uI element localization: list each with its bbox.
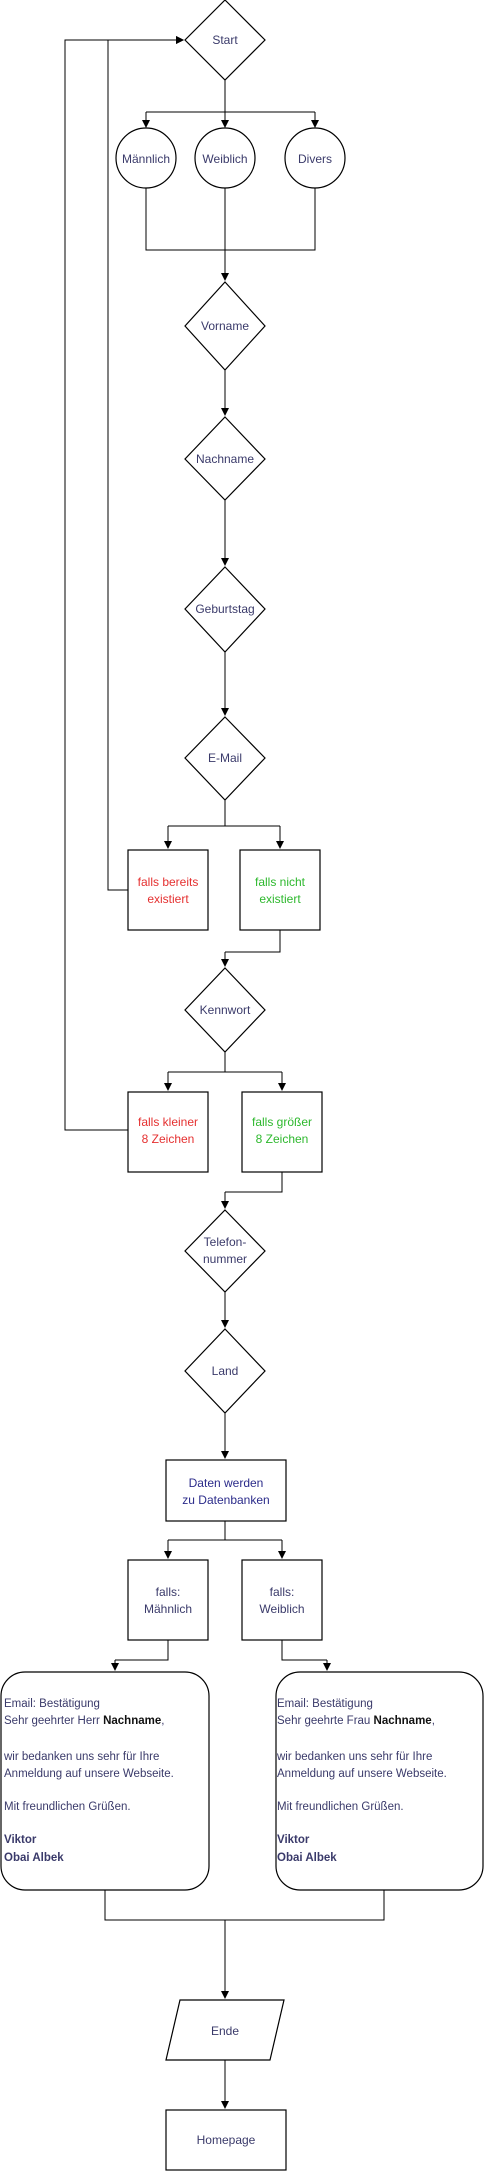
if-male-box: falls: Mähnlich <box>127 1559 209 1641</box>
email-exists-line2: existiert <box>147 892 189 906</box>
email-female-salutation-line: Sehr geehrte Frau Nachname, <box>277 1715 435 1727</box>
email-female-sig1: Viktor <box>277 1834 310 1846</box>
email-male-subject: Email: Bestätigung <box>4 1698 100 1710</box>
homepage-label: Homepage <box>197 2133 256 2147</box>
if-male-line2: Mähnlich <box>144 1602 192 1616</box>
weiblich-node: Weiblich <box>194 127 256 189</box>
email-female-name: Nachname <box>374 1715 432 1727</box>
email-female-comma: , <box>432 1715 435 1727</box>
kennwort-label: Kennwort <box>200 1003 251 1017</box>
nachname-node: Nachname <box>184 416 266 501</box>
email-female-box: Email: Bestätigung Sehr geehrte Frau Nac… <box>275 1671 484 1891</box>
if-female-line2: Weiblich <box>259 1602 304 1616</box>
divers-node: Divers <box>284 127 346 189</box>
database-box: Daten werden zu Datenbanken <box>165 1459 287 1522</box>
email-male-name: Nachname <box>103 1715 161 1727</box>
password-short-line2: 8 Zeichen <box>142 1132 195 1146</box>
password-long-box: falls größer 8 Zeichen <box>241 1091 323 1173</box>
password-long-line1: falls größer <box>252 1115 312 1129</box>
kennwort-node: Kennwort <box>184 967 266 1053</box>
email-node: E-Mail <box>184 716 266 801</box>
maennlich-label: Männlich <box>122 152 170 166</box>
email-male-comma: , <box>161 1715 164 1727</box>
telefon-line1: Telefon- <box>204 1235 247 1249</box>
ende-label: Ende <box>211 2024 239 2038</box>
password-short-line1: falls kleiner <box>138 1115 198 1129</box>
email-female-body2: Anmeldung auf unsere Webseite. <box>277 1768 447 1780</box>
land-label: Land <box>212 1364 239 1378</box>
email-male-body1: wir bedanken uns sehr für Ihre <box>3 1751 159 1763</box>
geburtstag-label: Geburtstag <box>195 602 254 616</box>
email-male-box: Email: Bestätigung Sehr geehrter Herr Na… <box>0 1671 210 1891</box>
divers-label: Divers <box>298 152 332 166</box>
start-node: Start <box>184 0 266 81</box>
password-long-line2: 8 Zeichen <box>256 1132 309 1146</box>
vorname-label: Vorname <box>201 319 249 333</box>
email-male-closing: Mit freundlichen Grüßen. <box>4 1801 131 1813</box>
password-short-box: falls kleiner 8 Zeichen <box>127 1091 209 1173</box>
email-female-salutation: Sehr geehrte Frau <box>277 1715 374 1727</box>
telefon-line2: nummer <box>203 1252 247 1266</box>
email-label: E-Mail <box>208 751 242 765</box>
nachname-label: Nachname <box>196 452 254 466</box>
email-female-sig2: Obai Albek <box>277 1852 337 1864</box>
if-female-line1: falls: <box>270 1585 295 1599</box>
email-female-closing: Mit freundlichen Grüßen. <box>277 1801 404 1813</box>
database-line2: zu Datenbanken <box>182 1493 269 1507</box>
email-male-salutation-line: Sehr geehrter Herr Nachname, <box>4 1715 164 1727</box>
email-male-body2: Anmeldung auf unsere Webseite. <box>4 1768 174 1780</box>
vorname-node: Vorname <box>184 281 266 371</box>
homepage-box: Homepage <box>165 2109 287 2171</box>
start-label: Start <box>212 33 238 47</box>
email-male-sig1: Viktor <box>4 1834 37 1846</box>
maennlich-node: Männlich <box>115 127 177 189</box>
if-male-line1: falls: <box>156 1585 181 1599</box>
connectors <box>64 36 385 2109</box>
email-female-subject: Email: Bestätigung <box>277 1698 373 1710</box>
geburtstag-node: Geburtstag <box>184 566 266 653</box>
weiblich-label: Weiblich <box>202 152 247 166</box>
ende-node: Ende <box>165 1999 285 2061</box>
email-female-body1: wir bedanken uns sehr für Ihre <box>276 1751 432 1763</box>
database-line1: Daten werden <box>189 1476 264 1490</box>
email-exists-line1: falls bereits <box>138 875 199 889</box>
email-not-exists-box: falls nicht existiert <box>239 849 321 931</box>
email-male-salutation: Sehr geehrter Herr <box>4 1715 103 1727</box>
if-female-box: falls: Weiblich <box>241 1559 323 1641</box>
email-not-exists-line1: falls nicht <box>255 875 306 889</box>
email-male-sig2: Obai Albek <box>4 1852 64 1864</box>
telefon-node: Telefon- nummer <box>184 1209 266 1293</box>
email-not-exists-line2: existiert <box>259 892 301 906</box>
land-node: Land <box>184 1328 266 1414</box>
email-exists-box: falls bereits existiert <box>127 849 209 931</box>
